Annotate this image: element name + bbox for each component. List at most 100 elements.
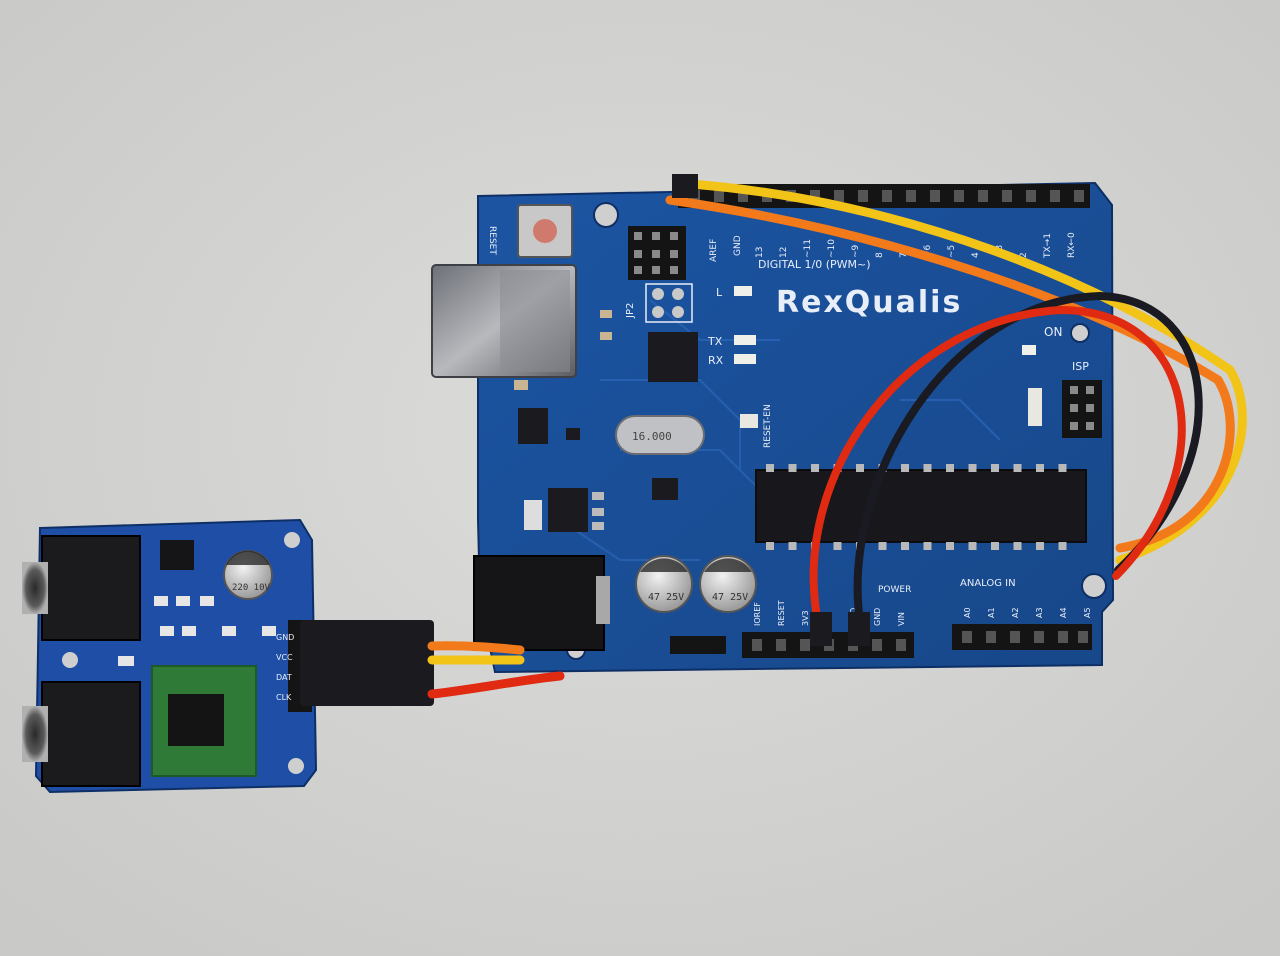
digital-pin-label: ~6 (923, 244, 933, 258)
usb-serial-chip (648, 332, 698, 382)
analog-pin-label: A0 (963, 607, 972, 618)
module-pin-labels: GND VCC DAT CLK (276, 633, 294, 702)
radio-module (151, 665, 257, 777)
dip-pin (856, 464, 864, 472)
analog-pin-label: A3 (1035, 607, 1044, 618)
dip-pin (946, 464, 954, 472)
dc-power-jack (473, 555, 610, 651)
crystal: 16.000 (615, 415, 705, 455)
capacitor-1: 47 25V (635, 555, 693, 613)
capacitor-2: 47 25V (699, 555, 757, 613)
wire-black-long (853, 291, 1203, 626)
digital-pin-label: TX→1 (1043, 233, 1053, 259)
mount-hole (1070, 323, 1090, 343)
svg-text:47 25V: 47 25V (648, 592, 684, 603)
dip-pin (1013, 542, 1022, 550)
mount-hole (1081, 573, 1107, 599)
brand-logo: RexQualis (776, 285, 962, 320)
module-pin-label: VCC (276, 653, 293, 662)
analog-header-label: ANALOG IN (960, 578, 1016, 589)
icsp-header-usb (628, 226, 686, 280)
digital-pin-label: ~10 (827, 239, 837, 258)
dip-pin (923, 542, 932, 550)
wire-red-long (809, 305, 1186, 626)
dip-pin (878, 542, 887, 550)
dip-pin (766, 542, 774, 550)
on-led-label: ON (1044, 325, 1062, 339)
dip-pin (968, 464, 977, 472)
digital-pin-label: 13 (755, 247, 765, 258)
dip-pin (788, 542, 797, 550)
digital-header (678, 184, 1090, 208)
analog-pin-labels: A0 A1 A2 A3 A4 A5 (963, 607, 1092, 618)
dip-pin (811, 464, 819, 472)
power-pin-label: 3V3 (801, 610, 810, 626)
analog-pin-label: A2 (1011, 607, 1020, 618)
aref-label: AREF (709, 239, 719, 262)
audio-jack-top (22, 535, 141, 641)
analog-pin-label: A5 (1083, 607, 1092, 618)
isp-label: ISP (1072, 360, 1089, 373)
analog-header (952, 624, 1092, 650)
led-tx-label: TX (707, 335, 723, 348)
dip-pin (1058, 464, 1067, 472)
digital-pin-label: ~9 (851, 244, 861, 258)
isp-header (1062, 380, 1102, 438)
dupont-connector (300, 620, 434, 706)
dip-pin (946, 542, 954, 550)
dip-pin (1058, 542, 1067, 550)
dip-pin (923, 464, 932, 472)
digital-pin-label: ~11 (803, 239, 813, 258)
amp-chip (160, 540, 194, 570)
module-pin-label: DAT (276, 673, 292, 682)
reset-en-label: RESET-EN (763, 404, 773, 448)
wires (300, 174, 1247, 706)
dip-pin (833, 542, 842, 550)
power-header-label: POWER (878, 585, 911, 595)
wire-orange-long (665, 195, 1235, 553)
dip-pin (991, 464, 999, 472)
digital-pin-label: 2 (1019, 252, 1029, 258)
dip-pin (991, 542, 999, 550)
svg-text:16.000: 16.000 (632, 430, 672, 443)
arduino-board: RESET JP2 16.000 (431, 181, 1115, 674)
jumper-label: JP2 (625, 303, 636, 319)
power-pin-label: RESET (777, 600, 786, 626)
reset-button-cap (533, 219, 557, 243)
dip-pin (1036, 464, 1044, 472)
voltage-regulator (548, 488, 588, 532)
led-rx-label: RX (708, 354, 724, 367)
power-pin-label: IOREF (753, 602, 762, 626)
smd-ic (518, 408, 548, 444)
module-pin-label: GND (276, 633, 294, 642)
audio-jack-bottom (22, 681, 141, 787)
jp2-pads (645, 283, 693, 323)
audio-module: 220 10V GND VCC DAT CLK (22, 518, 318, 794)
dip-pin (766, 464, 774, 472)
dip-pin (901, 464, 909, 472)
mount-hole (593, 202, 619, 228)
dip-pin (901, 542, 909, 550)
digital-pin-label: 4 (971, 252, 981, 258)
digital-pin-label: RX←0 (1067, 232, 1077, 258)
analog-pin-label: A1 (987, 607, 996, 618)
digital-pin-label: ~5 (947, 245, 957, 258)
reset-label: RESET (487, 226, 497, 255)
svg-text:220 10V: 220 10V (232, 583, 271, 593)
module-capacitor: 220 10V (223, 550, 273, 600)
atmega-chip (755, 464, 1087, 550)
gnd-label-top: GND (733, 235, 743, 256)
analog-pin-label: A4 (1059, 607, 1068, 618)
dip-pin (968, 542, 977, 550)
wire-orange-1 (427, 641, 525, 655)
svg-text:47 25V: 47 25V (712, 592, 748, 603)
dip-pin (1013, 464, 1022, 472)
digital-pin-label: 7 (899, 252, 909, 258)
wire-red-1 (427, 671, 565, 699)
module-pin-label: CLK (276, 693, 292, 702)
digital-pin-label: 12 (779, 247, 789, 258)
led-l-label: L (716, 286, 723, 299)
power-pin-label: GND (873, 608, 882, 626)
